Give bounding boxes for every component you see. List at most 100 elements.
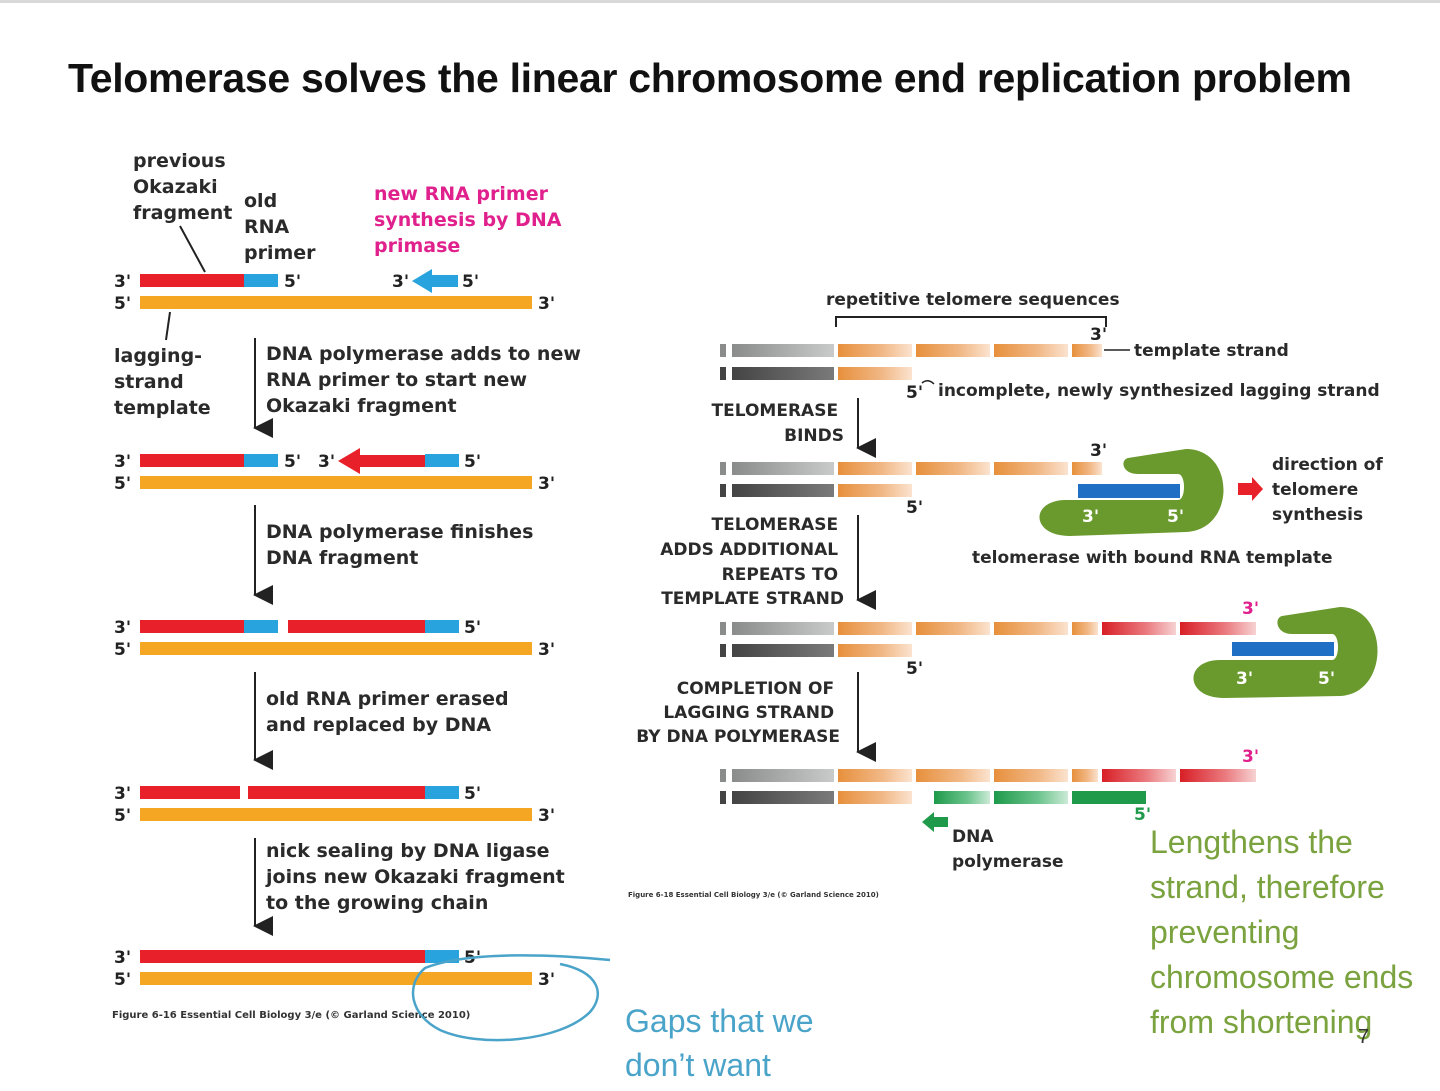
end-label: 3' bbox=[1236, 669, 1253, 689]
strand-tick bbox=[720, 462, 726, 475]
pointer-line bbox=[921, 380, 935, 385]
label-template-strand: template strand bbox=[1134, 341, 1289, 361]
telomere-repeat bbox=[916, 769, 990, 782]
lagging-strand bbox=[732, 367, 834, 380]
label-telomerase-with-rna-template: telomerase with bound RNA template bbox=[972, 548, 1333, 568]
annotation-line: from shortening bbox=[1150, 1004, 1373, 1040]
end-label: 5' bbox=[114, 806, 131, 826]
stage-3-strands: 3' 5' 5' 3' bbox=[114, 618, 555, 660]
end-label: 5' bbox=[464, 784, 481, 804]
strand-tick bbox=[720, 344, 726, 357]
telomere-repeat bbox=[916, 462, 990, 475]
chromosome-template bbox=[732, 344, 834, 357]
stage-4-strands: 3' 5' 5' 3' bbox=[114, 784, 555, 826]
template-strand bbox=[140, 972, 532, 985]
end-label: 3' bbox=[538, 970, 555, 990]
label-dna-polymerase: DNA polymerase bbox=[952, 827, 1064, 872]
label-incomplete-lagging-strand: incomplete, newly synthesized lagging st… bbox=[938, 381, 1380, 401]
step-3-text: old RNA primer erased and replaced by DN… bbox=[266, 688, 515, 736]
annotation-gaps: Gaps that we don’t want bbox=[625, 999, 885, 1087]
new-telomere-repeat bbox=[1102, 769, 1176, 782]
direction-arrow-icon bbox=[1238, 477, 1263, 501]
end-label: 5' bbox=[906, 659, 923, 679]
telomere-repeat bbox=[838, 344, 912, 357]
rna-template bbox=[1232, 642, 1334, 656]
end-label: 5' bbox=[114, 640, 131, 660]
telomere-repeat bbox=[1072, 462, 1102, 475]
end-label: 5' bbox=[114, 294, 131, 314]
stage-5-strands: 3' 5' 5' 3' bbox=[114, 948, 555, 990]
end-label: 3' bbox=[538, 294, 555, 314]
end-label: 5' bbox=[906, 383, 923, 403]
okazaki-diagram: previous Okazaki fragment old RNA primer… bbox=[112, 150, 611, 1042]
pointer-line bbox=[165, 311, 171, 341]
end-label: 3' bbox=[1082, 507, 1099, 527]
row-4-strands: 3' 5' DNA polymerase bbox=[720, 747, 1259, 872]
new-telomere-repeat bbox=[1180, 769, 1256, 782]
telomere-repeat bbox=[838, 644, 912, 657]
rna-primer bbox=[425, 786, 459, 799]
telomerase-enzyme-icon bbox=[1039, 449, 1224, 536]
annotation-lengthens: Lengthens the strand, therefore preventi… bbox=[1150, 820, 1436, 1045]
stage-1-strands: 3' 5' 5' 3' 5' 3' bbox=[114, 269, 555, 314]
joined-lagging-strand bbox=[140, 950, 425, 963]
new-okazaki-fragment bbox=[288, 620, 425, 633]
dna-polymerase-arrow-icon bbox=[922, 812, 948, 832]
end-label: 5' bbox=[464, 618, 481, 638]
lagging-strand bbox=[732, 644, 834, 657]
new-okazaki-fragment bbox=[248, 786, 425, 799]
repeat-bracket bbox=[835, 316, 1107, 327]
label-direction-of-telomere-synthesis: direction of telomere synthesis bbox=[1272, 455, 1389, 525]
annotation-line: Gaps that we bbox=[625, 1003, 814, 1039]
template-strand bbox=[140, 642, 532, 655]
strand-tick bbox=[720, 791, 726, 804]
end-label: 3' bbox=[1090, 441, 1107, 461]
end-label: 5' bbox=[114, 970, 131, 990]
end-label: 5' bbox=[1167, 507, 1184, 527]
new-dna-segment bbox=[994, 791, 1068, 804]
step-2-text: DNA polymerase finishes DNA fragment bbox=[266, 521, 540, 569]
label-new-rna-primer: new RNA primer synthesis by DNA primase bbox=[374, 183, 568, 257]
row-3-strands: 3' 5' 3' 5' bbox=[720, 599, 1378, 698]
telomere-repeat bbox=[916, 344, 990, 357]
template-strand bbox=[140, 476, 532, 489]
annotation-line: don’t want bbox=[625, 1047, 771, 1083]
end-label: 5' bbox=[1134, 805, 1151, 825]
end-label: 5' bbox=[284, 272, 301, 292]
chromosome-template bbox=[732, 462, 834, 475]
row-2-strands: 3' 5' 3' 5' direction of telomere synthe… bbox=[720, 441, 1389, 568]
pointer-line bbox=[179, 225, 206, 273]
rna-primer bbox=[244, 274, 278, 287]
strand-tick bbox=[720, 367, 726, 380]
telomerase-diagram: repetitive telomere sequences 3' templat… bbox=[628, 290, 1389, 899]
annotation-line: preventing bbox=[1150, 914, 1300, 950]
step-1-text: DNA polymerase adds to new RNA primer to… bbox=[266, 343, 588, 417]
end-label: 5' bbox=[464, 452, 481, 472]
telomere-repeat bbox=[994, 462, 1068, 475]
gap-highlight-circle bbox=[411, 954, 611, 1042]
end-label: 3' bbox=[392, 272, 409, 292]
end-label: 3' bbox=[538, 640, 555, 660]
telomere-repeat bbox=[838, 367, 912, 380]
end-label: 5' bbox=[1318, 669, 1335, 689]
figure-caption-right: Figure 6-18 Essential Cell Biology 3/e (… bbox=[628, 891, 879, 899]
rna-primer bbox=[244, 620, 278, 633]
rna-template bbox=[1078, 484, 1180, 498]
step-4-text: nick sealing by DNA ligase joins new Oka… bbox=[265, 840, 571, 914]
row-1-strands: 3' template strand 5' incomplete, newly … bbox=[720, 325, 1380, 403]
template-strand bbox=[140, 808, 532, 821]
end-label: 5' bbox=[284, 452, 301, 472]
end-label: 3' bbox=[1090, 325, 1107, 345]
new-dna-segment bbox=[1072, 791, 1146, 804]
end-label: 3' bbox=[114, 784, 131, 804]
slide-number: 7 bbox=[1358, 1026, 1370, 1048]
stage-2-strands: 3' 5' 5' 3' 5' 3' bbox=[114, 448, 555, 494]
end-label: 5' bbox=[114, 474, 131, 494]
okazaki-fragment-dna bbox=[140, 786, 240, 799]
okazaki-fragment-dna bbox=[140, 454, 244, 467]
top-border bbox=[0, 0, 1440, 3]
step-telomerase-binds: TELOMERASE BINDS bbox=[712, 401, 844, 446]
telomere-repeat bbox=[994, 769, 1068, 782]
strand-tick bbox=[720, 644, 726, 657]
end-label: 3' bbox=[114, 948, 131, 968]
